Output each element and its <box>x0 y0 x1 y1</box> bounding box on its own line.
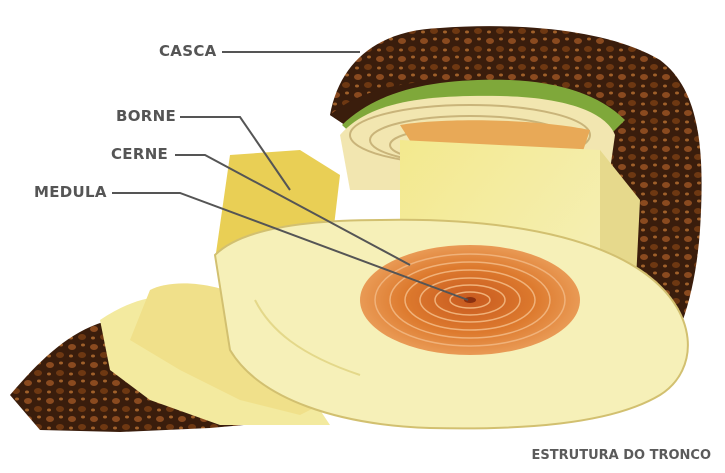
label-cerne: CERNE <box>111 145 168 163</box>
diagram-caption: ESTRUTURA DO TRONCO <box>532 448 711 463</box>
heartwood-rings <box>360 245 580 355</box>
label-medula: MEDULA <box>34 183 107 201</box>
label-borne: BORNE <box>116 107 176 125</box>
label-casca: CASCA <box>159 42 217 60</box>
